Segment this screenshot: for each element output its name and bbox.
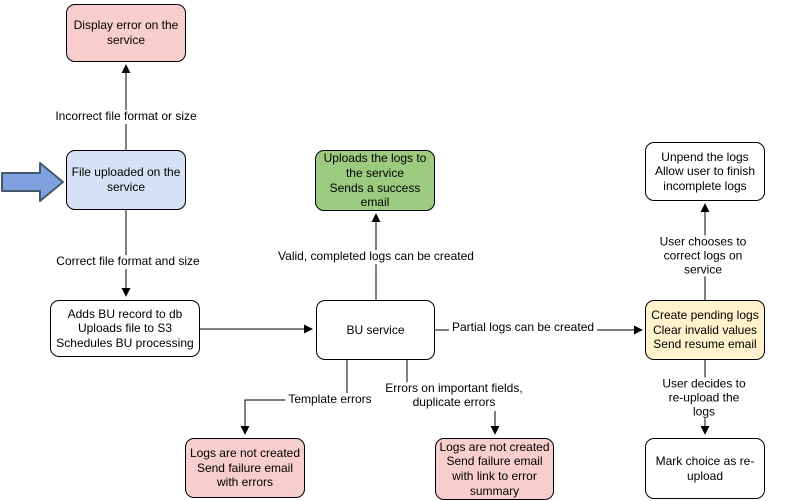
edge-label-user-corrects: User chooses to correct logs on service xyxy=(654,234,752,277)
node-bu-service: BU service xyxy=(316,300,435,360)
edge-label-correct-format: Correct file format and size xyxy=(53,254,203,269)
node-display-error: Display error on the service xyxy=(66,4,186,62)
node-file-uploaded: File uploaded on the service xyxy=(66,150,186,210)
edge-label-incorrect-format: Incorrect file format or size xyxy=(52,109,200,124)
edge-label-user-reuploads: User decides to re-upload the logs xyxy=(655,376,753,419)
node-create-pending-logs: Create pending logs Clear invalid values… xyxy=(645,300,765,360)
node-logs-not-created-summary: Logs are not created Send failure email … xyxy=(435,438,554,500)
node-adds-bu-record: Adds BU record to db Uploads file to S3 … xyxy=(50,300,200,357)
entry-pointer-icon xyxy=(1,162,64,202)
node-unpend-logs: Unpend the logs Allow user to finish inc… xyxy=(645,142,765,201)
edge-label-partial-logs: Partial logs can be created xyxy=(448,320,598,335)
node-mark-reupload: Mark choice as re- upload xyxy=(645,438,765,499)
edge-label-important-field-errors: Errors on important fields, duplicate er… xyxy=(382,381,526,410)
edge-label-template-errors: Template errors xyxy=(285,392,375,407)
node-logs-not-created-errors: Logs are not created Send failure email … xyxy=(185,438,305,498)
node-upload-success: Uploads the logs to the service Sends a … xyxy=(315,150,435,211)
edge-label-valid-logs: Valid, completed logs can be created xyxy=(275,249,477,264)
